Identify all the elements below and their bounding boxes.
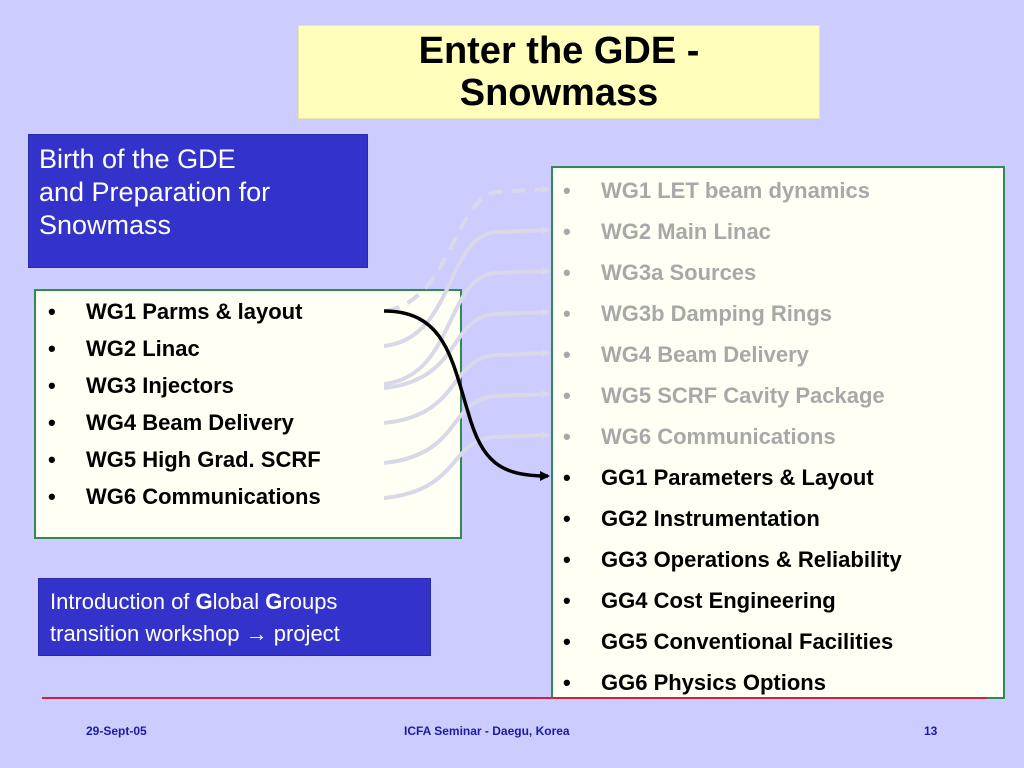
bullet-icon: • [563, 629, 571, 654]
connector-wg5-scrf [383, 390, 550, 465]
footer-page-number: 13 [924, 724, 938, 738]
list-item-label: WG1 LET beam dynamics [601, 178, 870, 203]
bullet-icon: • [563, 301, 571, 326]
list-item-label: WG3 Injectors [86, 373, 234, 398]
intro-mid: lobal [212, 589, 266, 614]
dashed-connector-wg1 [385, 185, 550, 313]
list-item-label: WG6 Communications [601, 424, 836, 449]
bullet-icon: • [563, 383, 571, 408]
bullet-icon: • [48, 373, 56, 398]
bullet-icon: • [48, 410, 56, 435]
bullet-icon: • [48, 484, 56, 509]
bullet-icon: • [48, 299, 56, 324]
connector-wg3-damping [383, 308, 550, 390]
intro-suffix: roups [282, 589, 338, 614]
intro-line1: Introduction of Global Groups [50, 586, 420, 618]
bullet-icon: • [563, 424, 571, 449]
intro-g-letter: G [195, 589, 213, 614]
list-item-label: WG1 Parms & layout [86, 299, 303, 324]
list-item-label: WG2 Main Linac [601, 219, 771, 244]
bullet-icon: • [563, 219, 571, 244]
bullet-icon: • [563, 670, 571, 695]
birth-box-line1: Birth of the GDE [39, 144, 236, 174]
list-item-label: WG3b Damping Rings [601, 301, 832, 326]
bullet-icon: • [563, 465, 571, 490]
intro-g-letter: G [265, 589, 283, 614]
list-item-label: WG4 Beam Delivery [601, 342, 809, 367]
list-item-label: GG5 Conventional Facilities [601, 629, 894, 654]
list-item-label: WG2 Linac [86, 336, 200, 361]
list-item-label: WG5 High Grad. SCRF [86, 447, 321, 472]
global-groups-list-box: • WG1 LET beam dynamics • WG2 Main Linac •… [551, 166, 1005, 699]
birth-box-line3: Snowmass [39, 210, 172, 240]
slide-title-line1: Enter the GDE - [418, 30, 700, 72]
birth-of-gde-box: Birth of the GDE and Preparation for Sno… [28, 134, 368, 268]
birth-box-line2: and Preparation for [39, 177, 271, 207]
bullet-icon: • [563, 588, 571, 613]
bullet-icon: • [563, 547, 571, 572]
list-item-label: WG6 Communications [86, 484, 321, 509]
bullet-icon: • [563, 178, 571, 203]
footer-event: ICFA Seminar - Daegu, Korea [404, 724, 570, 738]
bullet-icon: • [563, 506, 571, 531]
bullet-icon: • [563, 342, 571, 367]
list-item-label: GG4 Cost Engineering [601, 588, 836, 613]
list-item-label: GG3 Operations & Reliability [601, 547, 902, 572]
connector-wg3-sources [383, 267, 550, 386]
introduction-global-groups-box: Introduction of Global Groups transition… [38, 578, 431, 656]
connector-wg4-delivery [383, 349, 550, 425]
connector-wg6-communications [383, 431, 550, 500]
intro-line2: transition workshop → project [50, 621, 340, 646]
list-item-label: WG3a Sources [601, 260, 757, 285]
list-item-label: WG5 SCRF Cavity Package [601, 383, 885, 408]
footer-date: 29-Sept-05 [86, 724, 147, 738]
bullet-icon: • [563, 260, 571, 285]
list-item-label: GG6 Physics Options [601, 670, 826, 695]
slide-title-line2: Snowmass [459, 72, 659, 114]
intro-prefix: Introduction of [50, 589, 196, 614]
connector-wg2-linac [383, 226, 550, 348]
list-item-label: GG2 Instrumentation [601, 506, 820, 531]
slide-title: Enter the GDE - Snowmass [298, 25, 820, 119]
list-item-label: WG4 Beam Delivery [86, 410, 294, 435]
bullet-icon: • [48, 447, 56, 472]
connector-wg1-to-gg1 [383, 309, 550, 481]
bullet-icon: • [48, 336, 56, 361]
footer-divider [42, 697, 987, 699]
list-item-label: GG1 Parameters & Layout [601, 465, 874, 490]
